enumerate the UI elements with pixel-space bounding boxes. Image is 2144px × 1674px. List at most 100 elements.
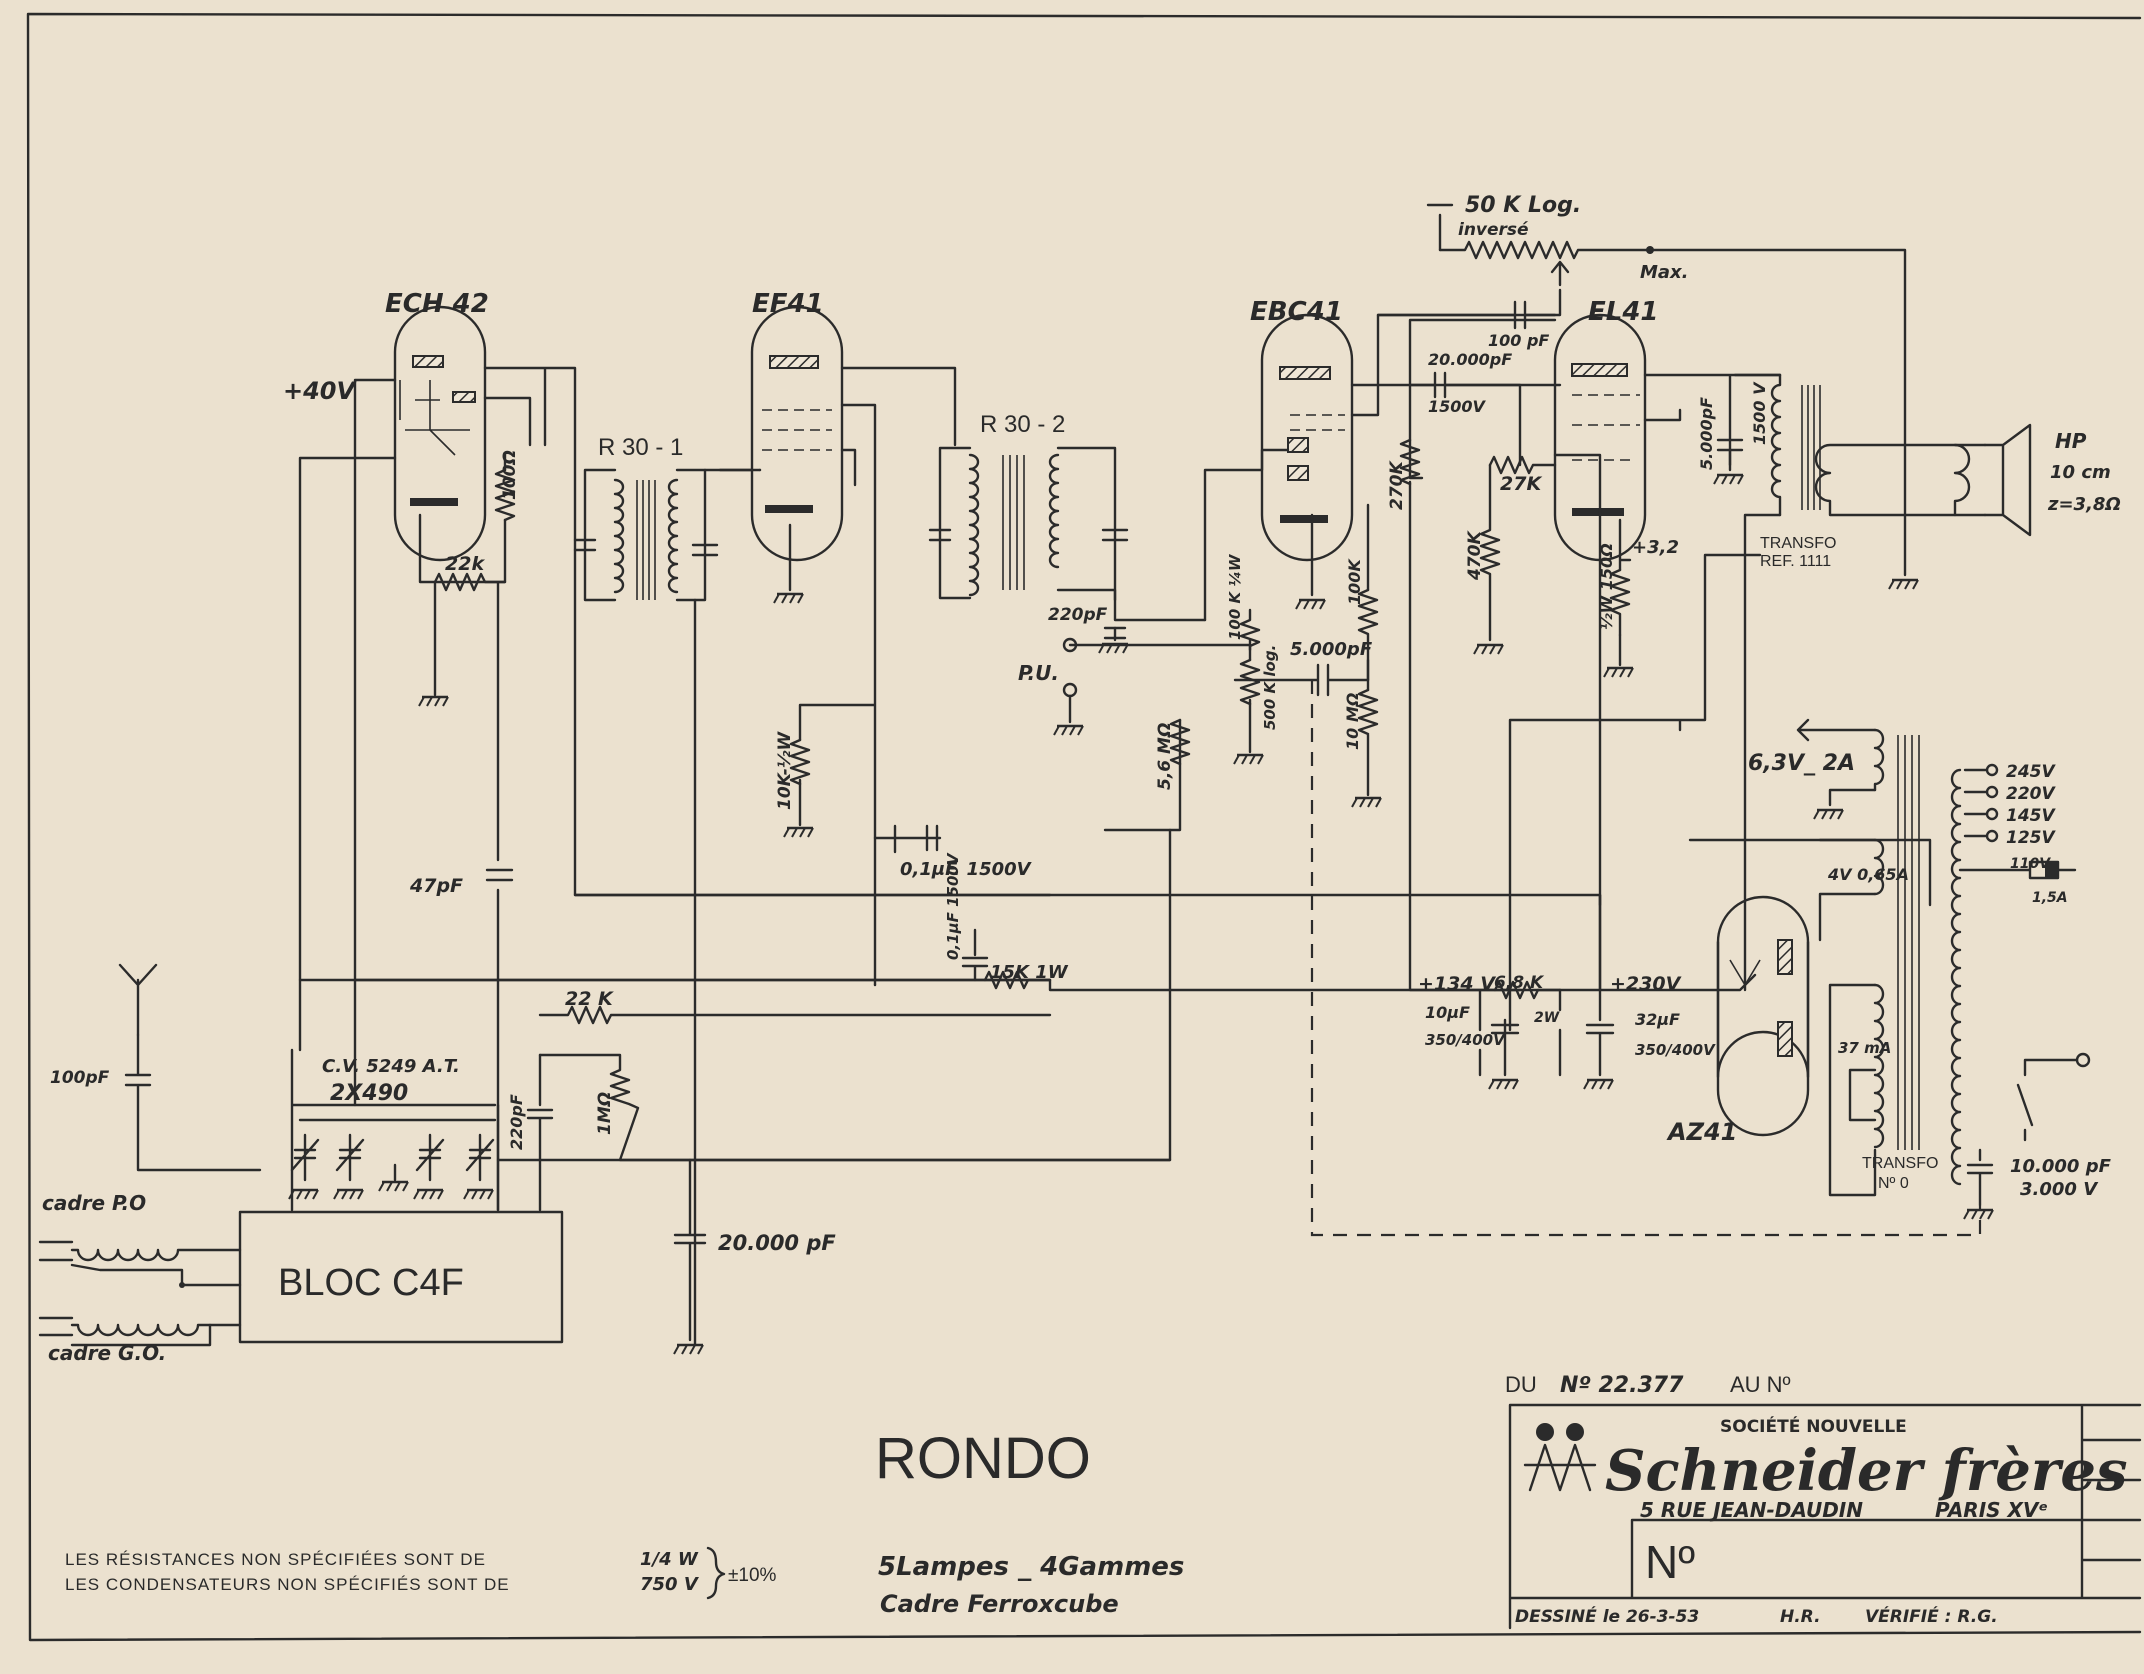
footnote-line1: LES RÉSISTANCES NON SPÉCIFIÉES SONT DE <box>65 1550 486 1569</box>
resistor-100ohm <box>494 468 516 522</box>
label-hp: HP <box>2055 429 2087 453</box>
label-plus134: +134 V <box>1418 973 1496 995</box>
label-r27k: 27K <box>1500 473 1542 495</box>
page-title: RONDO <box>875 1426 1091 1491</box>
cadre-go-coil <box>38 1316 242 1347</box>
bloc-c4f <box>238 1210 564 1344</box>
label-c01-1500: 0,1μF. 1500V <box>900 859 1033 880</box>
label-cadre-po: cadre P.O <box>42 1191 146 1215</box>
label-r150: ½W 150Ω <box>1597 543 1616 630</box>
tb-serial-from: Nº 22.377 <box>1560 1373 1684 1398</box>
label-r56m: 5,6 MΩ <box>1155 723 1175 790</box>
tb-city: PARIS XVᵉ <box>1935 1498 2048 1522</box>
label-cv-2: 2X490 <box>330 1081 408 1106</box>
resistor-6-8k <box>1493 980 1562 1000</box>
pot-500k-volume <box>1233 658 1261 706</box>
capacitor-10uf <box>1490 1018 1520 1077</box>
tube-label-ef41: EF41 <box>752 289 824 319</box>
sheet-frame <box>26 12 2142 1642</box>
label-cadre-go: cadre G.O. <box>48 1341 166 1365</box>
voltage-taps <box>1958 763 2077 880</box>
label-ma37: 37 mA <box>1838 1039 1891 1057</box>
label-r68k-w: 2W <box>1534 1010 1560 1026</box>
label-c20000-cpl: 20.000pF <box>1428 350 1512 369</box>
label-plus230: +230V <box>1610 973 1682 995</box>
pu-input-jack <box>1062 637 1078 724</box>
footnote-val2: 750 V <box>640 1574 700 1595</box>
resistor-15k <box>983 970 1052 990</box>
label-bloc: BLOC C4F <box>278 1262 464 1304</box>
tube-az41 <box>1716 895 1810 1137</box>
label-c220pf-cv: 220pF <box>507 1094 526 1150</box>
label-c47pf: 47pF <box>409 875 463 897</box>
page-subtitle-2: Cadre Ferroxcube <box>880 1590 1119 1618</box>
resistor-150ohm <box>1609 568 1631 637</box>
label-c01-1500b: 0,1μF 1500V <box>944 852 962 960</box>
tube-label-az41: AZ41 <box>1666 1118 1737 1146</box>
title-block <box>1508 1403 2142 1630</box>
tb-checked: VÉRIFIÉ : R.G. <box>1865 1605 1998 1627</box>
footnote-line2: LES CONDENSATEURS NON SPÉCIFIÉS SONT DE <box>65 1575 510 1594</box>
wire-cv <box>353 978 500 1212</box>
label-c10000: 10.000 pF <box>2010 1156 2112 1177</box>
ef41-wiring <box>718 366 957 987</box>
capacitor-01uf <box>873 824 942 854</box>
capacitor-20000pf-bottom <box>673 1158 707 1342</box>
speaker-icon <box>1953 423 2032 537</box>
resistor-22k-osc <box>433 572 507 592</box>
label-tap-3: 125V <box>2006 828 2056 848</box>
tube-label-ech42: ECH 42 <box>385 289 489 319</box>
label-c100pf-fb: 100 pF <box>1488 331 1549 350</box>
resistor-270k <box>1399 438 1421 486</box>
resistor-1m <box>538 1053 1172 1162</box>
capacitor-220pf-cv <box>526 1053 554 1212</box>
label-r100k-grid: 100K <box>1345 558 1364 605</box>
company-logo-icon <box>1523 1423 1597 1492</box>
label-r100k-det: 100 K ¼W <box>1226 553 1244 640</box>
page-subtitle: 5Lampes _ 4Gammes <box>878 1552 1184 1582</box>
label-pot50k: 50 K Log. <box>1465 193 1581 218</box>
label-c5000: 5.000pF <box>1290 639 1373 660</box>
label-out-transfo-2: REF. 1111 <box>1760 553 1831 570</box>
capacitor-100pf-fb <box>1376 288 1562 330</box>
el41-wiring <box>1553 373 1782 992</box>
label-c1500v-out: 1500 V <box>1750 381 1769 445</box>
pot-50k-tone <box>1426 203 1907 447</box>
capacitor-5000pf-out <box>1716 438 1744 472</box>
label-c220pf-det: 220pF <box>1048 605 1108 625</box>
main-rails <box>433 580 1602 1162</box>
label-max: Max. <box>1640 262 1689 283</box>
label-heater: 6,3V_ 2A <box>1748 751 1855 776</box>
tube-el41 <box>1553 313 1647 562</box>
resistor-100k-grid <box>1357 588 1379 682</box>
label-if2: R 30 - 2 <box>980 411 1065 438</box>
label-r270k: 270K <box>1387 460 1407 510</box>
tube-label-el41: EL41 <box>1588 297 1659 327</box>
cadre-po-coil <box>38 1240 242 1288</box>
antenna-icon <box>118 963 262 1172</box>
label-if1: R 30 - 1 <box>598 434 683 461</box>
resistor-10k <box>789 738 811 786</box>
label-v110: 110V <box>2010 856 2051 872</box>
label-tap-0: 245V <box>2006 762 2056 782</box>
label-r100: 100Ω <box>500 450 520 500</box>
label-c20000-bottom: 20.000 pF <box>718 1231 836 1255</box>
label-c10000-v: 3.000 V <box>2020 1179 2099 1200</box>
label-rect-heater: 4V 0,65A <box>1827 865 1909 884</box>
label-r22k-osc: 22k <box>445 553 485 575</box>
mains-switch <box>2016 1052 2091 1142</box>
label-c10uf-v: 350/400V <box>1425 1031 1506 1049</box>
label-c5000-out: 5.000pF <box>1697 397 1716 470</box>
variable-capacitor-cv <box>290 1048 497 1212</box>
tb-serial-from-label: DU <box>1505 1372 1537 1397</box>
capacitor-5000pf <box>1248 663 1370 697</box>
footnote-brace <box>706 1546 726 1600</box>
tube-ebc41 <box>1260 313 1354 562</box>
label-tap-2: 145V <box>2006 806 2056 826</box>
label-r22k-agc: 22 K <box>565 988 614 1010</box>
tube-ech42 <box>393 305 487 562</box>
output-transformer <box>1733 373 1971 992</box>
capacitor-47pf <box>485 868 514 882</box>
